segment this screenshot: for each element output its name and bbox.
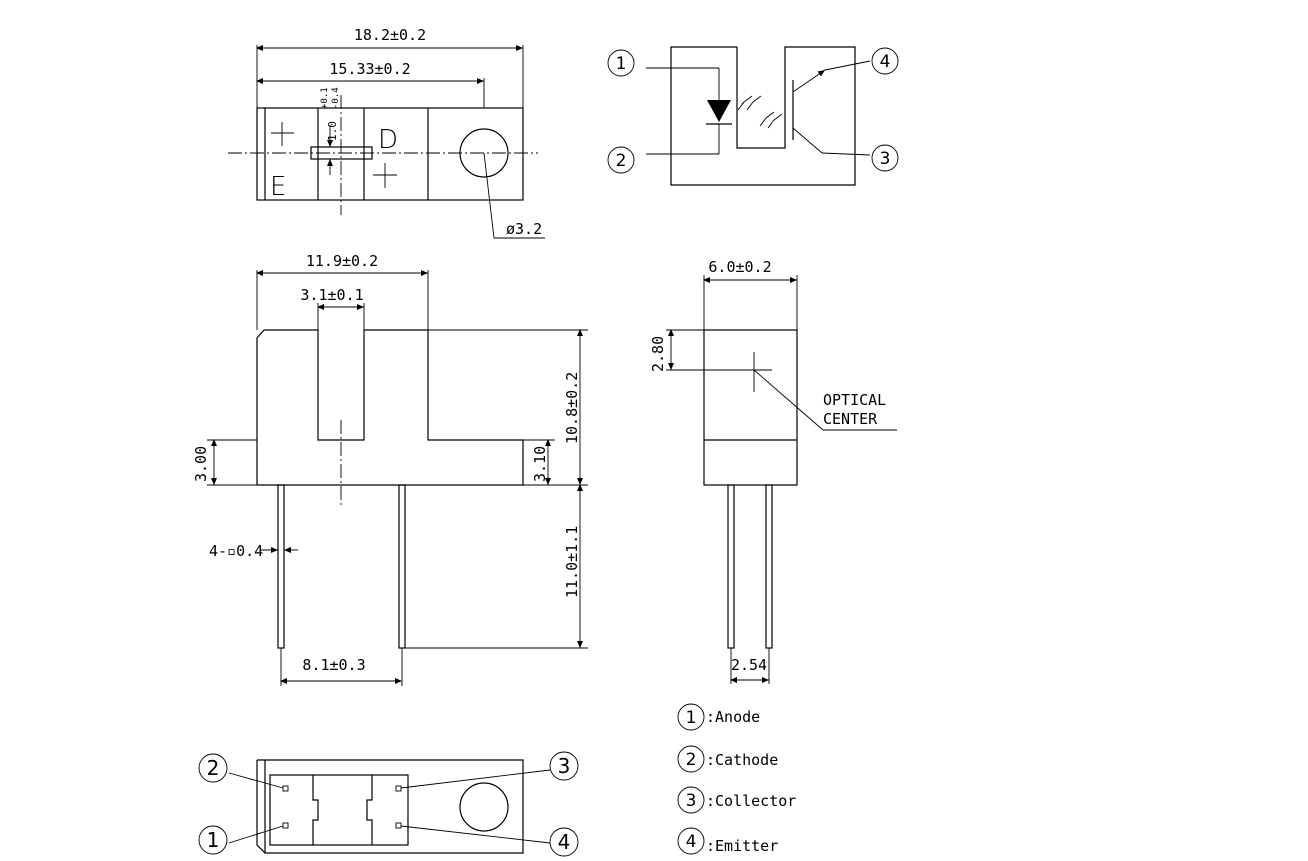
lead-left (277, 484, 285, 649)
svg-text:1: 1 (686, 708, 697, 728)
slot-marker-value: 1.0 (326, 121, 339, 141)
side-view: 6.0±0.2 2.80 OPTICAL CENTER 2.54 (649, 258, 897, 684)
bottom-pin-4: 4 (549, 827, 579, 857)
svg-text:3: 3 (558, 754, 571, 778)
schematic-pin-4: 4 (871, 47, 899, 75)
lead-right (398, 484, 406, 649)
dim-hole-offset: 15.33±0.2 (329, 60, 410, 78)
dim-lead-spacing-front: 8.1±0.3 (302, 656, 365, 674)
schematic-pin-2: 2 (607, 146, 635, 174)
legend-item-collector: 3 :Collector (677, 786, 796, 814)
schematic-pin-1: 1 (607, 49, 635, 77)
side-lead-right (765, 484, 773, 649)
pin-legend: 1 :Anode 2 :Cathode 3 :Collector 4 :Emit… (677, 703, 796, 855)
slot-marker-minus: -0.4 (331, 87, 341, 109)
emitter-mark: E (270, 172, 286, 202)
dim-lead-spacing-side: 2.54 (731, 656, 767, 674)
optical-center-label-2: CENTER (823, 410, 878, 428)
svg-text:3: 3 (686, 791, 697, 811)
dim-lead-section: 4-▫0.4 (209, 542, 263, 560)
side-lead-left (727, 484, 735, 649)
dim-base-height-left: 3.00 (192, 446, 210, 482)
top-view-body (256, 107, 524, 201)
detector-mark: D (378, 125, 398, 155)
bottom-view: 2 1 3 4 (198, 751, 579, 857)
mounting-hole (459, 128, 509, 178)
slot-marker-plus: +0.1 (320, 87, 330, 109)
dim-overall-length: 18.2±0.2 (354, 26, 426, 44)
svg-text::Emitter: :Emitter (706, 837, 778, 855)
optical-center-label-1: OPTICAL (823, 391, 886, 409)
svg-text:4: 4 (880, 52, 891, 72)
schematic: 1 2 4 3 (607, 46, 899, 186)
dim-body-height: 10.8±0.2 (563, 372, 581, 444)
front-view: 11.9±0.2 3.1±0.1 3.00 3.10 10.8±0.2 11.0… (192, 252, 588, 686)
dim-slot-width: 3.1±0.1 (300, 286, 363, 304)
legend-item-anode: 1 :Anode (677, 703, 760, 731)
legend-item-emitter: 4 :Emitter (677, 827, 778, 855)
svg-text:1: 1 (207, 828, 220, 852)
bottom-pin-1: 1 (198, 825, 228, 855)
svg-text:2: 2 (616, 151, 627, 171)
dim-hole-diameter: ø3.2 (506, 220, 542, 238)
svg-text:2: 2 (207, 756, 220, 780)
dim-side-width: 6.0±0.2 (708, 258, 771, 276)
dim-base-height-right: 3.10 (531, 446, 549, 482)
schematic-pin-3: 3 (871, 144, 899, 172)
led-diode-icon (707, 100, 731, 122)
svg-text::Collector: :Collector (706, 792, 796, 810)
front-view-body (256, 329, 524, 486)
legend-item-cathode: 2 :Cathode (677, 745, 778, 773)
bottom-view-body (256, 759, 524, 854)
svg-text:4: 4 (686, 832, 697, 852)
svg-text:2: 2 (686, 750, 697, 770)
svg-text:3: 3 (880, 149, 891, 169)
dim-lead-length: 11.0±1.1 (563, 526, 581, 598)
svg-text:4: 4 (558, 830, 571, 854)
dim-optical-height: 2.80 (649, 336, 667, 372)
dim-body-width: 11.9±0.2 (306, 252, 378, 270)
svg-text::Anode: :Anode (706, 708, 760, 726)
bottom-mounting-hole (459, 782, 509, 832)
side-view-body (703, 329, 798, 486)
svg-text::Cathode: :Cathode (706, 751, 778, 769)
svg-text:1: 1 (616, 54, 627, 74)
top-view: 18.2±0.2 15.33±0.2 1.0 +0.1 -0.4 E D ø3.… (228, 26, 545, 239)
bottom-pin-2: 2 (198, 753, 228, 783)
bottom-pin-3: 3 (549, 751, 579, 781)
